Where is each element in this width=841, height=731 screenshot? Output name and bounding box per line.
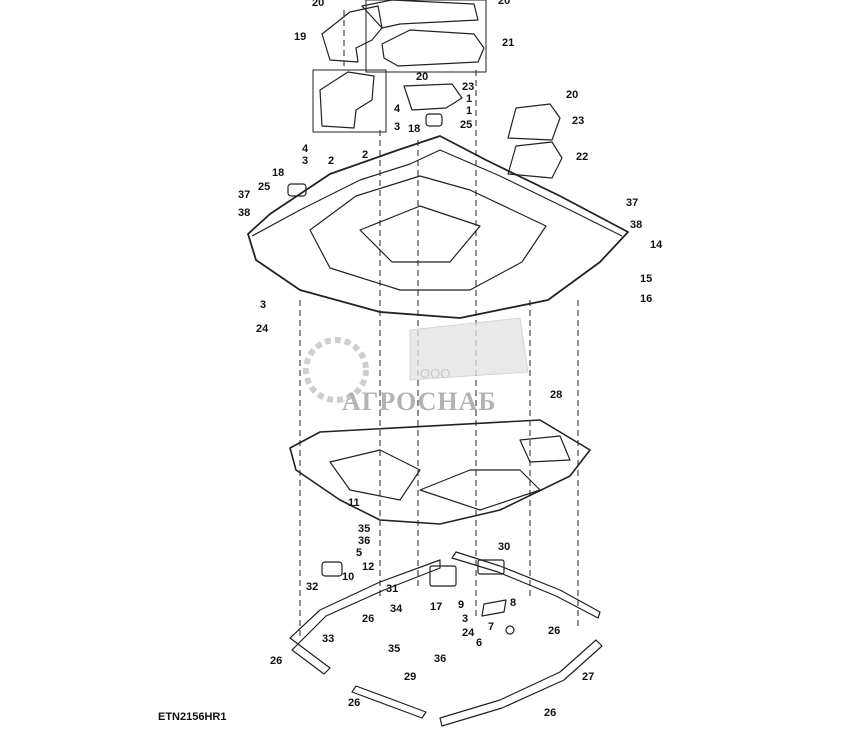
callout-label: 5: [356, 547, 362, 559]
callout-label: 35: [358, 523, 370, 535]
callout-label: 3: [462, 613, 468, 625]
callout-label: 14: [650, 239, 663, 251]
diagram-reference-code: ETN2156HR1: [158, 711, 227, 723]
callout-label: 32: [306, 581, 318, 593]
panel-23-center: [403, 83, 463, 111]
callout-label: 17: [430, 601, 442, 613]
callout-label: 23: [462, 81, 474, 93]
callout-label: 3: [302, 155, 308, 167]
callout-label: 24: [462, 627, 475, 639]
callout-label: 28: [550, 389, 562, 401]
lamp-30: [477, 559, 505, 575]
callout-label: 20: [566, 89, 578, 101]
callout-label: 27: [582, 671, 594, 683]
callout-label: 35: [388, 643, 400, 655]
panel-19: [321, 5, 383, 63]
callout-label: 20: [498, 0, 510, 7]
trim-strip-33: [291, 643, 331, 675]
roof-tray-outer: [247, 135, 629, 319]
roof-tray-inner: [309, 175, 547, 291]
panel-23: [507, 103, 561, 141]
panel-20-left: [319, 71, 375, 129]
callout-label: 11: [348, 497, 360, 509]
panel-upper-20: [361, 0, 479, 29]
callout-label: 18: [272, 167, 284, 179]
callout-label: 2: [328, 155, 334, 167]
trim-strip-30: [451, 551, 601, 619]
panel-22: [507, 141, 563, 179]
callout-label: 31: [386, 583, 398, 595]
callout-label: 12: [362, 561, 374, 573]
callout-label: 15: [640, 273, 652, 285]
callout-label: 36: [358, 535, 370, 547]
bracket-8: [481, 599, 507, 617]
callout-label: 33: [322, 633, 334, 645]
callout-label: 7: [488, 621, 494, 633]
callout-label: 26: [348, 697, 360, 709]
callout-label: 3: [394, 121, 400, 133]
callout-label: 2: [362, 149, 368, 161]
lamp-17: [429, 565, 457, 587]
callout-label: 1: [466, 93, 472, 105]
callout-label: 36: [434, 653, 446, 665]
callout-label: 37: [626, 197, 638, 209]
watermark-prefix: ООО: [420, 366, 450, 381]
lamp-10: [321, 561, 343, 577]
callout-label: 34: [390, 603, 403, 615]
trim-strip-32: [289, 559, 441, 645]
callout-label: 26: [548, 625, 560, 637]
callout-label: 30: [498, 541, 510, 553]
callout-label: 1: [466, 105, 472, 117]
frame-box-left: [312, 69, 387, 133]
callout-label: 20: [416, 71, 428, 83]
trim-strip-27: [439, 639, 603, 727]
bulb-7: [505, 625, 515, 635]
callout-label: 23: [572, 115, 584, 127]
callout-label: 38: [238, 207, 250, 219]
callout-label: 38: [630, 219, 642, 231]
callout-label: 10: [342, 571, 354, 583]
callout-label: 16: [640, 293, 652, 305]
watermark: ООО АГРОСНАБ: [303, 317, 529, 416]
callout-label: 6: [476, 637, 482, 649]
callout-label: 8: [510, 597, 516, 609]
callout-label: 25: [460, 119, 472, 131]
vent-18: [287, 183, 307, 197]
callout-label: 18: [408, 123, 420, 135]
callout-label: 37: [238, 189, 250, 201]
callout-label: 22: [576, 151, 588, 163]
watermark-name: АГРОСНАБ: [342, 387, 497, 416]
roof-tray-recess: [359, 205, 481, 263]
roof-tray-rim: [251, 149, 441, 237]
callout-label: 19: [294, 31, 306, 43]
headliner-tray: [289, 419, 591, 525]
callout-label: 20: [312, 0, 324, 9]
callout-label: 3: [260, 299, 266, 311]
callout-label: 26: [544, 707, 556, 719]
callout-label: 9: [458, 599, 464, 611]
callout-label: 26: [270, 655, 282, 667]
callout-label: 4: [302, 143, 309, 155]
callout-label: 4: [394, 103, 401, 115]
callout-label: 25: [258, 181, 270, 193]
callout-label: 26: [362, 613, 374, 625]
callout-label: 29: [404, 671, 416, 683]
panel-21: [381, 29, 485, 67]
callout-label: 21: [502, 37, 514, 49]
trim-strip-29: [351, 685, 427, 719]
callout-label: 24: [256, 323, 269, 335]
frame-box-upper: [365, 0, 487, 73]
vent-18b: [425, 113, 443, 127]
